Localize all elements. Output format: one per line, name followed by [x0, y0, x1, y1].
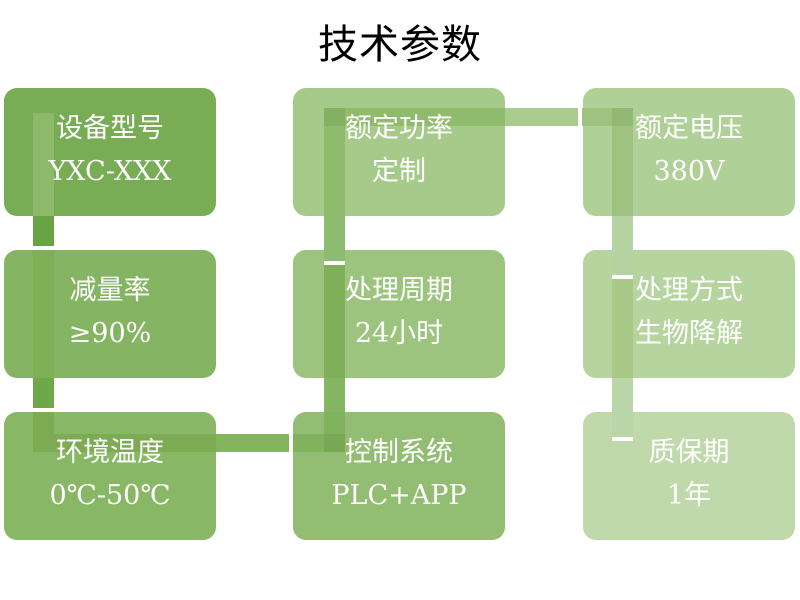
connector-segment — [33, 378, 54, 408]
connector-seam — [33, 246, 54, 250]
box-label: 设备型号 — [56, 113, 164, 144]
connector-segment — [33, 250, 54, 378]
connector-segment — [505, 108, 578, 126]
box-value: 1年 — [666, 480, 712, 511]
connector-segment — [324, 108, 345, 126]
box-label: 质保期 — [648, 437, 730, 468]
connector-segment — [324, 265, 345, 378]
connector-segment — [33, 216, 54, 246]
box-label: 环境温度 — [56, 437, 164, 468]
connector-seam — [33, 408, 54, 412]
spec-box-ambient-temperature: 环境温度 0℃-50℃ — [4, 412, 216, 540]
box-label: 控制系统 — [345, 437, 453, 468]
connector-segment — [324, 216, 345, 261]
connector-segment — [324, 378, 345, 412]
connector-segment — [612, 108, 633, 126]
box-value: ≥90% — [68, 318, 152, 349]
box-value: 定制 — [372, 156, 426, 187]
connector-segment — [216, 434, 289, 452]
connector-segment — [582, 108, 612, 126]
box-value: 生物降解 — [635, 318, 743, 349]
connector-segment — [33, 412, 54, 452]
connector-segment — [612, 126, 633, 216]
box-value: YXC-XXX — [48, 156, 172, 187]
box-label: 减量率 — [69, 275, 151, 306]
box-label: 处理周期 — [345, 275, 453, 306]
connector-segment — [324, 434, 345, 452]
connector-seam — [612, 437, 633, 441]
spec-box-processing-cycle: 处理周期 24小时 — [293, 250, 505, 378]
box-label: 处理方式 — [635, 275, 743, 306]
connector-segment — [345, 108, 505, 126]
spec-box-rated-power: 额定功率定制 — [293, 88, 505, 216]
connector-seam — [578, 108, 582, 126]
connector-segment — [612, 279, 633, 378]
connector-segment — [612, 216, 633, 275]
spec-box-reduction-rate: 减量率 ≥90% — [4, 250, 216, 378]
connector-seam — [612, 275, 633, 279]
box-value: 0℃-50℃ — [49, 480, 171, 511]
connector-segment — [324, 412, 345, 434]
connector-segment — [33, 113, 54, 216]
box-value: 380V — [653, 156, 725, 187]
connector-segment — [54, 434, 216, 452]
spec-box-rated-voltage: 额定电压 380V — [583, 88, 795, 216]
spec-box-device-model: 设备型号 YXC-XXX — [4, 88, 216, 216]
box-value: PLC+APP — [331, 480, 467, 511]
box-label: 额定功率 — [345, 113, 453, 144]
connector-seam — [289, 434, 293, 452]
box-label: 额定电压 — [635, 113, 743, 144]
box-value: 24小时 — [354, 318, 444, 349]
connector-seam — [324, 261, 345, 265]
connector-segment — [612, 378, 633, 437]
connector-segment — [324, 126, 345, 216]
spec-box-control-system: 控制系统 PLC+APP — [293, 412, 505, 540]
spec-box-processing-method: 处理方式生物降解 — [583, 250, 795, 378]
spec-box-warranty: 质保期 1年 — [583, 412, 795, 540]
slide-title: 技术参数 — [318, 22, 482, 68]
connector-segment — [293, 434, 324, 452]
